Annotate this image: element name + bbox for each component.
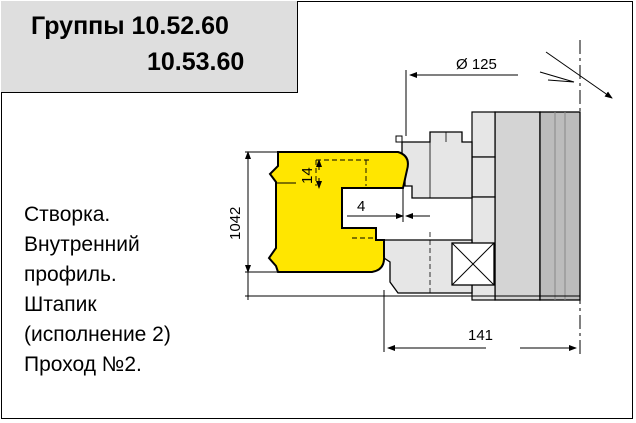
depth-dimension: 14: [299, 159, 322, 189]
group-title-line-1: Группы 10.52.60: [31, 12, 229, 40]
description-line: Внутренний: [24, 233, 140, 256]
length-label: 141: [468, 327, 493, 344]
diameter-dimension: Ø 125: [409, 51, 613, 99]
spindle-shaft: [471, 111, 581, 301]
height-dimension: 1042: [227, 151, 251, 300]
gap-label: 4: [357, 198, 365, 215]
description-line: Створка.: [24, 203, 111, 226]
length-dimension: 141: [387, 327, 577, 351]
description-line: Проход №2.: [24, 353, 142, 376]
depth-label: 14: [299, 167, 316, 184]
profile-description: Створка. Внутренний профиль. Штапик (исп…: [24, 200, 171, 380]
diameter-label: Ø 125: [456, 56, 497, 73]
gap-dimension: 4: [347, 188, 430, 222]
reference-lines: [245, 40, 581, 355]
group-title-line-2: 10.53.60: [147, 48, 245, 76]
description-line: (исполнение 2): [24, 323, 171, 346]
lower-cutter: [383, 232, 495, 294]
title-block: Группы 10.52.60 10.53.60: [1, 1, 298, 93]
description-line: профиль.: [24, 263, 117, 286]
wood-profile: [267, 151, 409, 273]
description-line: Штапик: [24, 293, 97, 316]
height-label: 1042: [227, 207, 244, 240]
